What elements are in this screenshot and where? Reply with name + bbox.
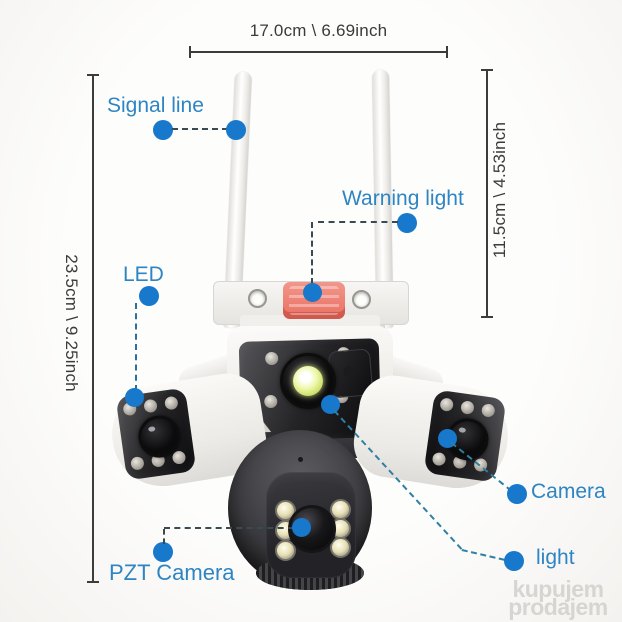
watermark-line2: prodajem <box>508 594 608 621</box>
callout-warning-light-label: Warning light <box>342 187 464 210</box>
signal-line-connector <box>172 128 228 130</box>
dimension-height-right-label: 11.5cm \ 4.53inch <box>490 121 509 259</box>
callout-signal-line-label: Signal line <box>107 94 204 117</box>
ir-led <box>130 456 145 471</box>
light-connector-b <box>461 549 505 561</box>
lens-glint <box>147 426 156 433</box>
pzt-camera-anchor-dot <box>292 518 311 537</box>
callout-camera-label: Camera <box>531 480 606 503</box>
camera-anchor-dot <box>438 429 457 448</box>
dimension-width-line <box>190 51 447 53</box>
dimension-height-right-line <box>486 70 488 318</box>
callout-pzt-camera-label: PZT Camera <box>109 560 235 585</box>
watermark-line1: kupujem <box>512 576 604 602</box>
light-dot <box>504 551 524 571</box>
warning-light-anchor-dot <box>303 283 322 302</box>
lens-glint <box>458 427 467 434</box>
watermark: kupujem prodajem <box>502 576 614 621</box>
ptz-face-panel <box>266 472 356 578</box>
led-dot <box>139 286 159 306</box>
side-camera-right-face <box>423 389 507 483</box>
dimension-height-left-line <box>92 75 94 583</box>
aux-lens <box>343 365 356 379</box>
dimension-tick <box>481 69 493 71</box>
ir-led <box>460 400 475 415</box>
pzt-camera-dot <box>153 542 173 562</box>
signal-line-anchor-dot <box>226 120 246 140</box>
dimension-tick <box>87 581 99 583</box>
ir-led <box>171 450 187 465</box>
mic-hole <box>298 457 303 462</box>
ptz-led <box>275 540 296 561</box>
led-connector <box>135 303 137 391</box>
ir-led <box>439 397 455 412</box>
warning-light-connector-v <box>311 222 313 284</box>
dimension-tick <box>481 316 493 318</box>
camera-dot <box>507 484 527 504</box>
warning-light-dot <box>397 213 417 233</box>
dimension-height-left-label: 23.5cm \ 9.25inch <box>62 254 81 392</box>
dimension-tick <box>446 46 448 58</box>
ir-led <box>164 395 179 411</box>
spotlight-glow <box>293 366 323 396</box>
bracket-screw-right <box>352 290 371 309</box>
led-anchor-dot <box>125 388 144 407</box>
ir-led <box>431 451 447 467</box>
dimension-tick <box>189 46 191 58</box>
bracket-screw-left <box>248 289 267 308</box>
dimension-tick <box>87 74 99 76</box>
callout-led-label: LED <box>123 263 164 286</box>
ptz-lens <box>288 505 336 553</box>
ir-led <box>264 394 278 409</box>
light-anchor-dot <box>321 395 340 414</box>
dimension-width-label: 17.0cm \ 6.69inch <box>249 21 388 40</box>
ir-led <box>480 403 496 418</box>
ptz-led <box>330 537 351 558</box>
pzt-camera-connector-v <box>163 529 165 544</box>
signal-line-dot <box>153 120 173 140</box>
warning-light-connector-h <box>318 221 398 223</box>
pzt-camera-connector-h <box>164 527 294 529</box>
ir-led <box>265 351 279 366</box>
ir-led <box>143 398 158 414</box>
callout-light-label: light <box>536 546 575 569</box>
